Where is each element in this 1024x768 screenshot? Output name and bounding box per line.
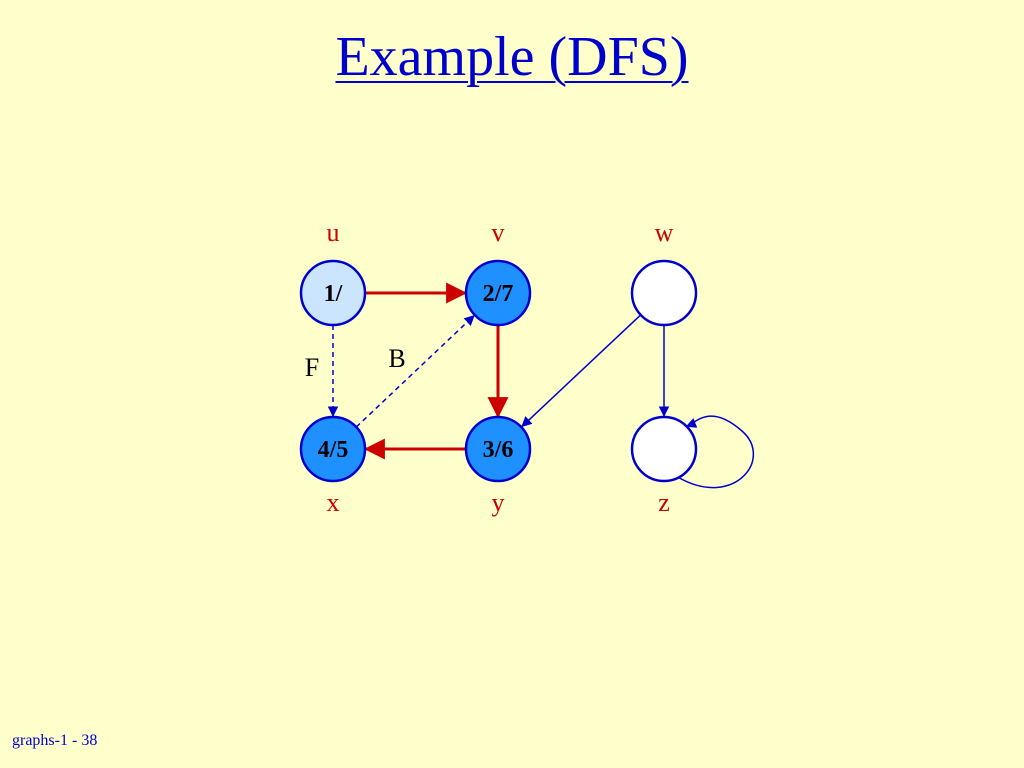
node-w-label: w	[655, 218, 674, 247]
node-v: 2/7 v	[464, 218, 532, 327]
nodes-layer: 1/u 2/7 v w 4/5 x 3/6 y z	[299, 218, 698, 517]
node-u-circle	[299, 259, 367, 327]
node-y: 3/6 y	[464, 415, 532, 517]
edge-label-x-v: B	[388, 344, 405, 373]
node-z-label: z	[658, 488, 670, 517]
node-x-time: 4/5	[318, 437, 349, 463]
node-x: 4/5 x	[299, 415, 367, 517]
node-w-circle	[630, 259, 698, 327]
edge-label-u-x: F	[305, 353, 319, 382]
node-x-circle	[299, 415, 367, 483]
node-x-label: x	[327, 488, 340, 517]
node-w: w	[630, 218, 698, 327]
node-u-time: 1/	[324, 281, 343, 307]
node-v-circle	[464, 259, 532, 327]
slide-footer: graphs-1 - 38	[12, 732, 98, 749]
node-y-time: 3/6	[483, 437, 514, 463]
node-y-label: y	[492, 488, 505, 517]
edge-w-y	[521, 314, 642, 428]
node-u-label: u	[327, 218, 340, 247]
edge-x-v	[355, 314, 475, 428]
slide-title: Example (DFS)	[335, 26, 689, 88]
node-y-circle	[464, 415, 532, 483]
node-v-time: 2/7	[483, 281, 514, 307]
node-z: z	[630, 415, 698, 517]
edge-z-z	[678, 415, 754, 489]
node-v-label: v	[492, 218, 505, 247]
node-z-circle	[630, 415, 698, 483]
node-u: 1/u	[299, 218, 367, 327]
